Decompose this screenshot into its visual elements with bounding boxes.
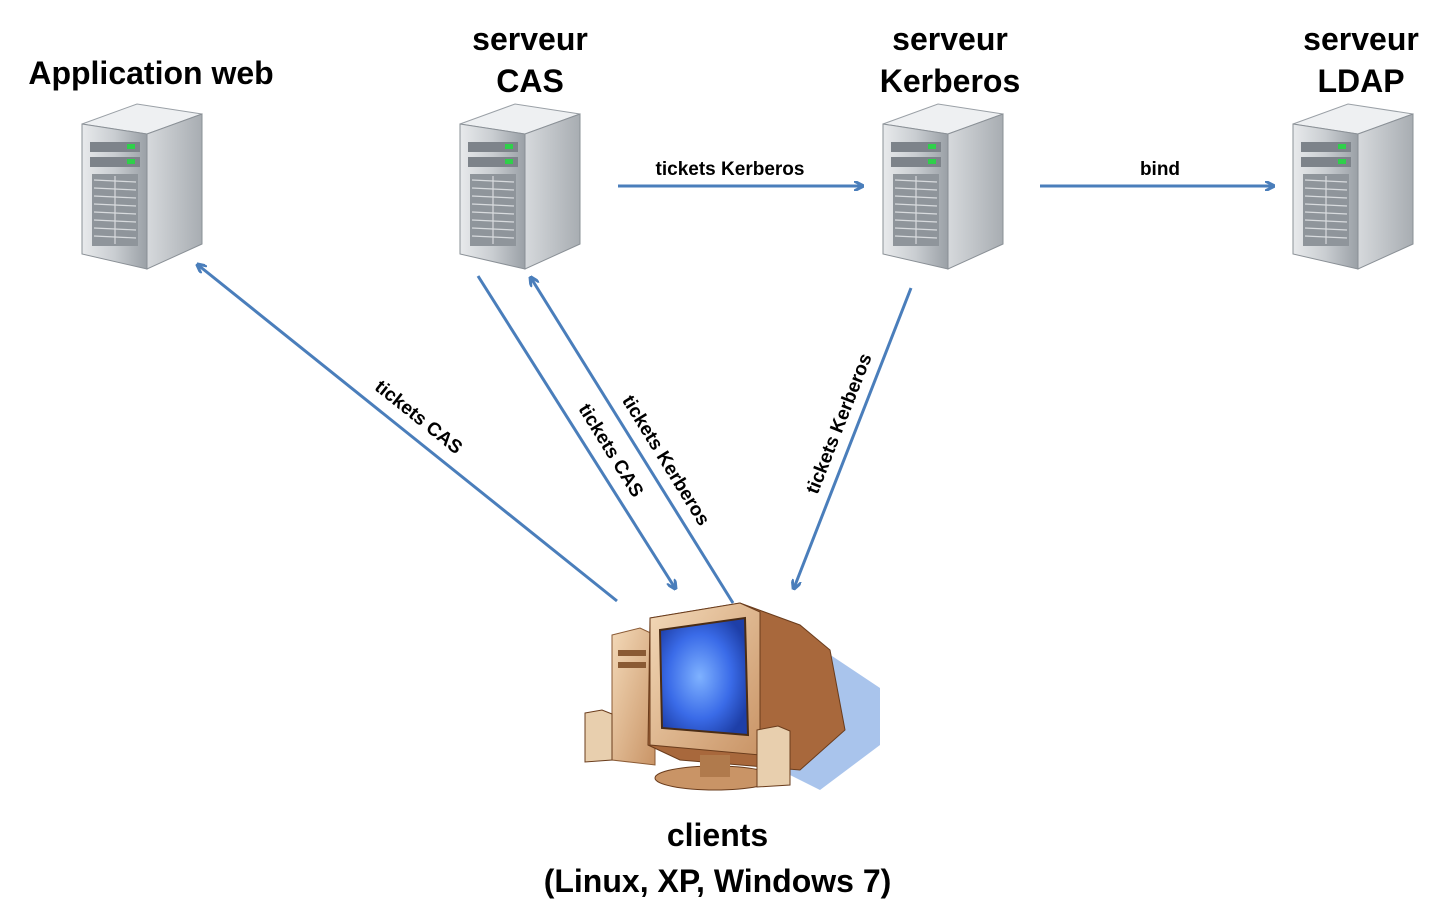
arrow-client-to-cas <box>531 278 735 604</box>
ldap-label-line1: serveur <box>1303 21 1419 57</box>
webapp-label: Application web <box>20 52 282 94</box>
clients-label-line2: (Linux, XP, Windows 7) <box>543 863 892 899</box>
webapp-label-line1: Application web <box>28 55 274 91</box>
cas-label-line2: CAS <box>496 63 564 99</box>
ldap-label-line2: LDAP <box>1317 63 1405 99</box>
kerberos-label: serveur Kerberos <box>850 18 1050 102</box>
webapp-server-icon <box>81 103 203 270</box>
kerberos-label-line1: serveur <box>892 21 1008 57</box>
edge-label-kerberos-to-ldap: bind <box>1139 159 1181 180</box>
cas-server-icon <box>459 103 581 270</box>
arrow-client-to-webapp <box>198 265 618 603</box>
clients-label: clients (Linux, XP, Windows 7) <box>500 812 935 904</box>
ldap-server-icon <box>1292 103 1414 270</box>
cas-label-line1: serveur <box>472 21 588 57</box>
client-computer-icon <box>584 602 880 791</box>
kerberos-server-icon <box>882 103 1004 270</box>
kerberos-label-line2: Kerberos <box>879 63 1021 99</box>
ldap-label: serveur LDAP <box>1261 18 1451 102</box>
arrow-cas-to-client <box>476 275 675 588</box>
edge-label-cas-to-kerberos: tickets Kerberos <box>655 159 805 180</box>
arrow-kerberos-to-client <box>794 287 913 588</box>
clients-label-line1: clients <box>666 817 769 853</box>
cas-label: serveur CAS <box>430 18 630 102</box>
